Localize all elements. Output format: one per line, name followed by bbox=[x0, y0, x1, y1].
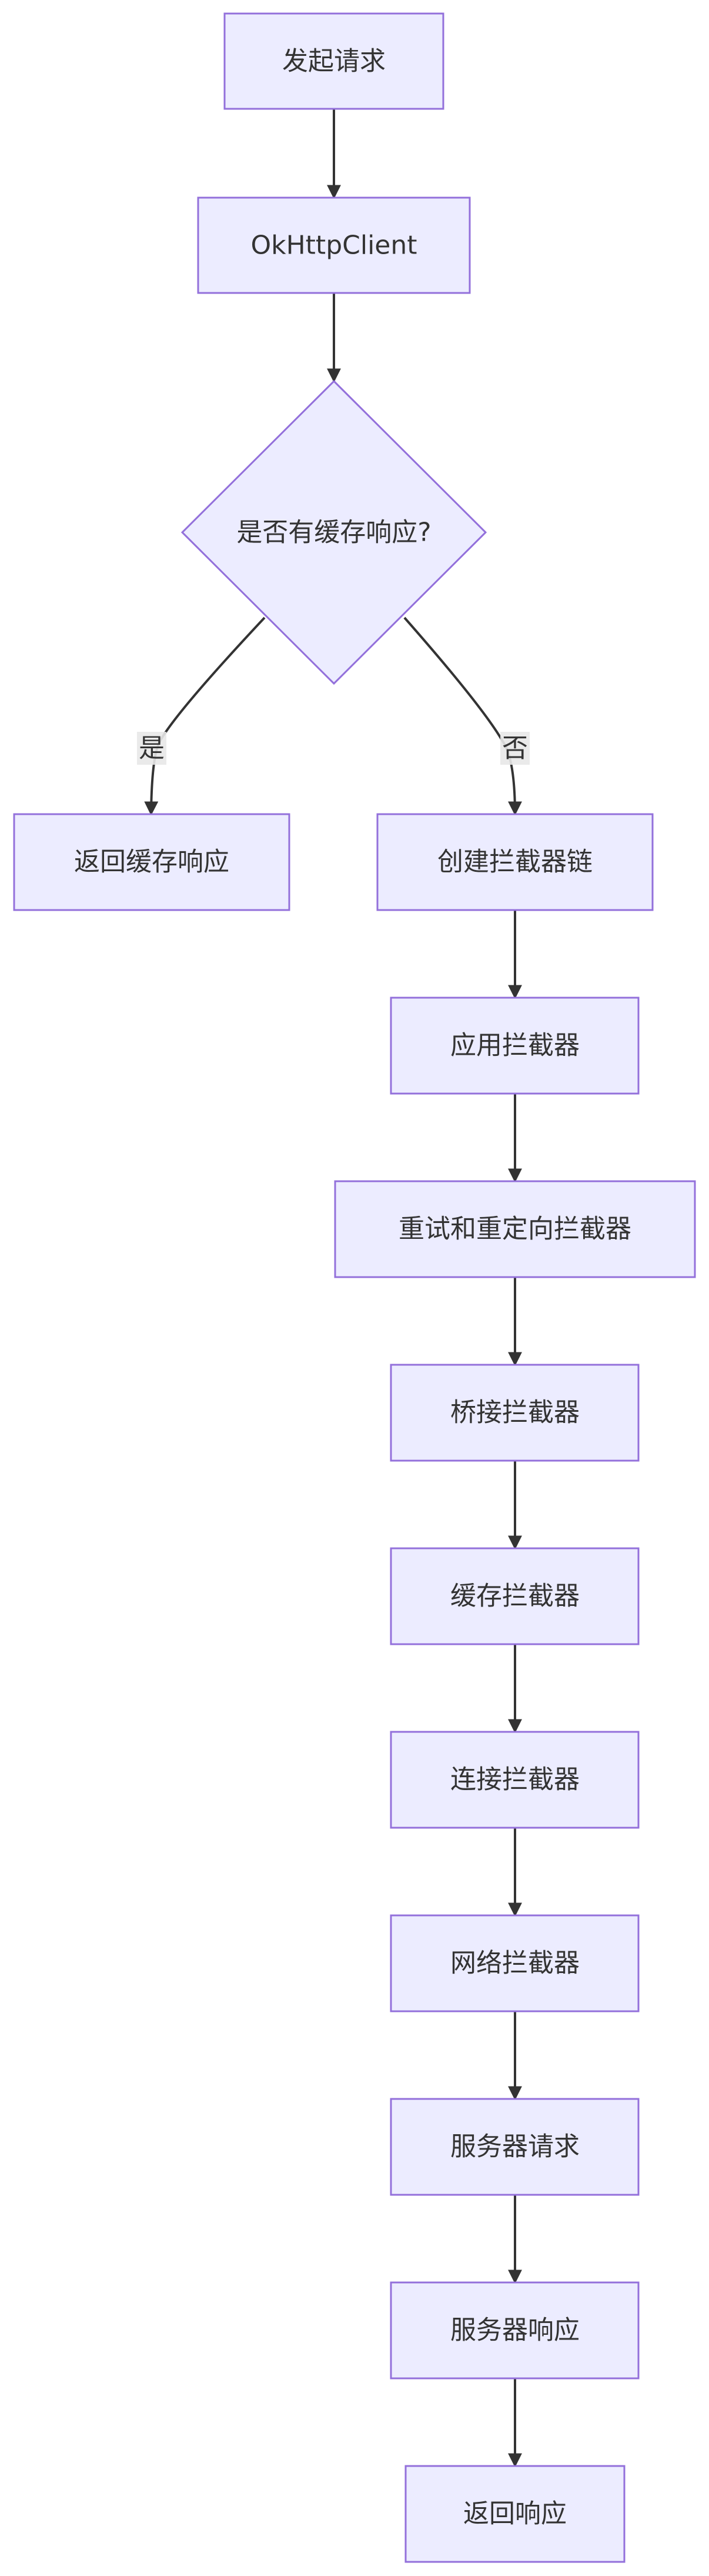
node-retry-interceptor-label: 重试和重定向拦截器 bbox=[399, 1214, 631, 1244]
node-server-response: 服务器响应 bbox=[390, 2281, 640, 2380]
node-server-response-label: 服务器响应 bbox=[450, 2315, 580, 2345]
edge-label-yes: 是 bbox=[139, 734, 165, 764]
node-app-interceptor-label: 应用拦截器 bbox=[450, 1031, 580, 1061]
node-server-request: 服务器请求 bbox=[390, 2098, 640, 2196]
node-cache-interceptor-label: 缓存拦截器 bbox=[450, 1581, 580, 1611]
node-connect-interceptor: 连接拦截器 bbox=[390, 1731, 640, 1829]
node-bridge-interceptor: 桥接拦截器 bbox=[390, 1364, 640, 1462]
node-server-request-label: 服务器请求 bbox=[450, 2132, 580, 2162]
node-network-interceptor-label: 网络拦截器 bbox=[450, 1948, 580, 1978]
node-create-chain: 创建拦截器链 bbox=[376, 813, 654, 911]
node-decision: 是否有缓存响应? bbox=[180, 379, 487, 685]
edge-label-yes-group: 是 bbox=[137, 732, 166, 765]
node-client-label: OkHttpClient bbox=[250, 231, 417, 261]
edge-decision-yes bbox=[144, 616, 266, 816]
node-start-label: 发起请求 bbox=[282, 46, 386, 76]
node-bridge-interceptor-label: 桥接拦截器 bbox=[450, 1398, 580, 1428]
node-create-chain-label: 创建拦截器链 bbox=[437, 847, 593, 877]
node-retry-interceptor: 重试和重定向拦截器 bbox=[334, 1180, 696, 1278]
node-decision-label: 是否有缓存响应? bbox=[236, 518, 431, 548]
node-client: OkHttpClient bbox=[197, 196, 471, 294]
edge-decision-no bbox=[403, 616, 522, 816]
node-app-interceptor: 应用拦截器 bbox=[390, 997, 640, 1095]
node-return-response-label: 返回响应 bbox=[463, 2499, 567, 2529]
node-network-interceptor: 网络拦截器 bbox=[390, 1914, 640, 2012]
edge-label-no: 否 bbox=[502, 734, 528, 764]
node-connect-interceptor-label: 连接拦截器 bbox=[450, 1765, 580, 1795]
edge-label-no-group: 否 bbox=[500, 732, 530, 765]
node-cache-interceptor: 缓存拦截器 bbox=[390, 1547, 640, 1645]
node-return-cache: 返回缓存响应 bbox=[13, 813, 290, 911]
node-return-response: 返回响应 bbox=[404, 2465, 626, 2563]
node-return-cache-label: 返回缓存响应 bbox=[74, 847, 229, 877]
node-start: 发起请求 bbox=[223, 12, 444, 110]
